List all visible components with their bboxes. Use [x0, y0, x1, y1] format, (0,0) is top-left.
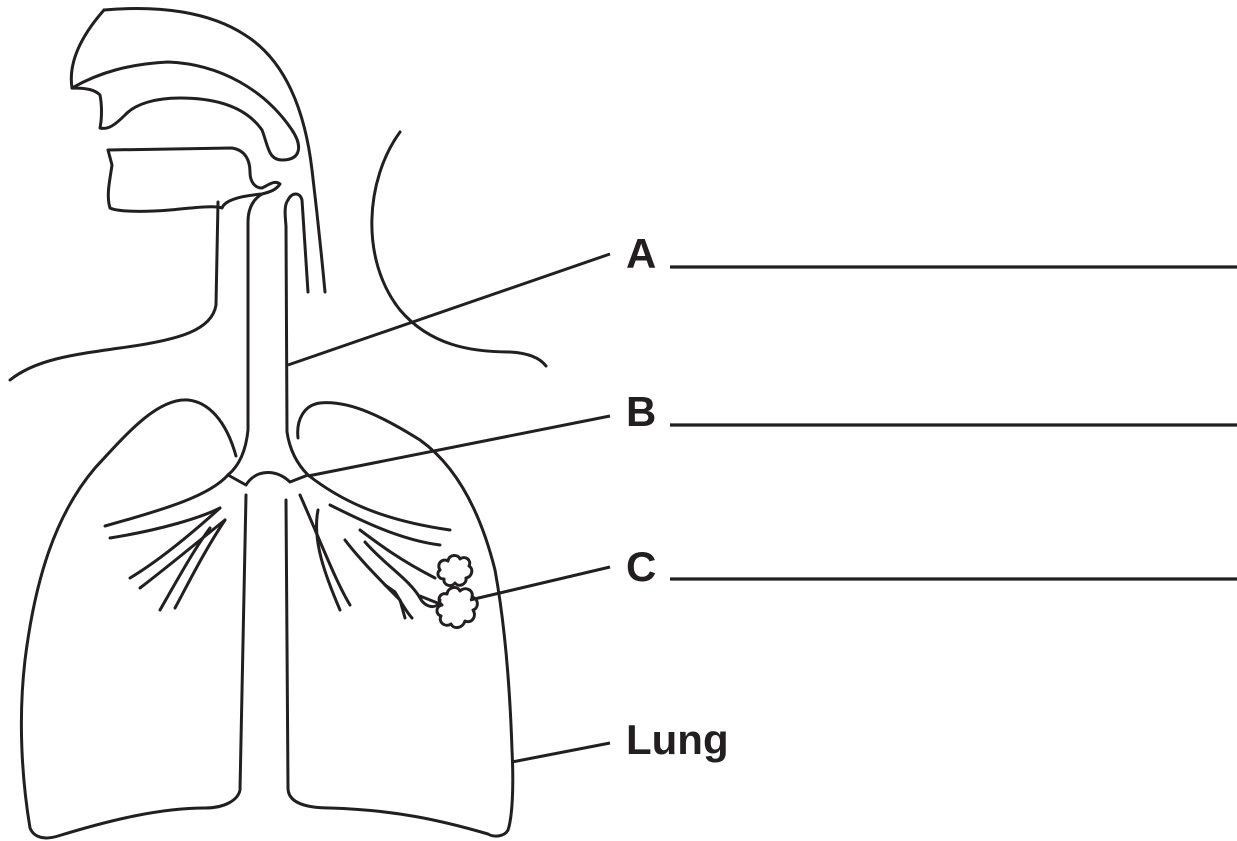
alveoli	[420, 555, 477, 627]
head-outline	[10, 8, 546, 380]
leader-line-lung	[512, 743, 610, 762]
nasal-cavity-outline	[72, 62, 299, 160]
right-lung-outline	[286, 403, 513, 836]
left-lung-outline	[21, 400, 246, 838]
label-b: B	[626, 388, 656, 435]
labels: A B C Lung	[626, 230, 1237, 763]
left-bronchiole-4	[160, 528, 210, 610]
label-c: C	[626, 543, 656, 590]
label-lung: Lung	[626, 716, 729, 763]
alveoli-upper-cluster	[438, 555, 472, 585]
trachea-left-wall	[228, 194, 262, 475]
left-bronchiole-1	[130, 508, 220, 578]
left-bronchiole-3	[175, 520, 225, 608]
bronchi	[105, 473, 450, 618]
carina-outline	[228, 473, 308, 485]
neck-front-outline	[10, 202, 218, 380]
back-of-head-outline	[372, 132, 546, 366]
alveoli-lower-cluster	[437, 587, 477, 627]
leader-line-a	[288, 254, 610, 365]
leader-line-b	[308, 416, 610, 476]
label-a: A	[626, 230, 656, 277]
esophagus-wall	[288, 194, 308, 292]
leader-line-c	[470, 567, 610, 600]
trachea	[228, 194, 308, 475]
right-bronchus	[308, 475, 450, 530]
